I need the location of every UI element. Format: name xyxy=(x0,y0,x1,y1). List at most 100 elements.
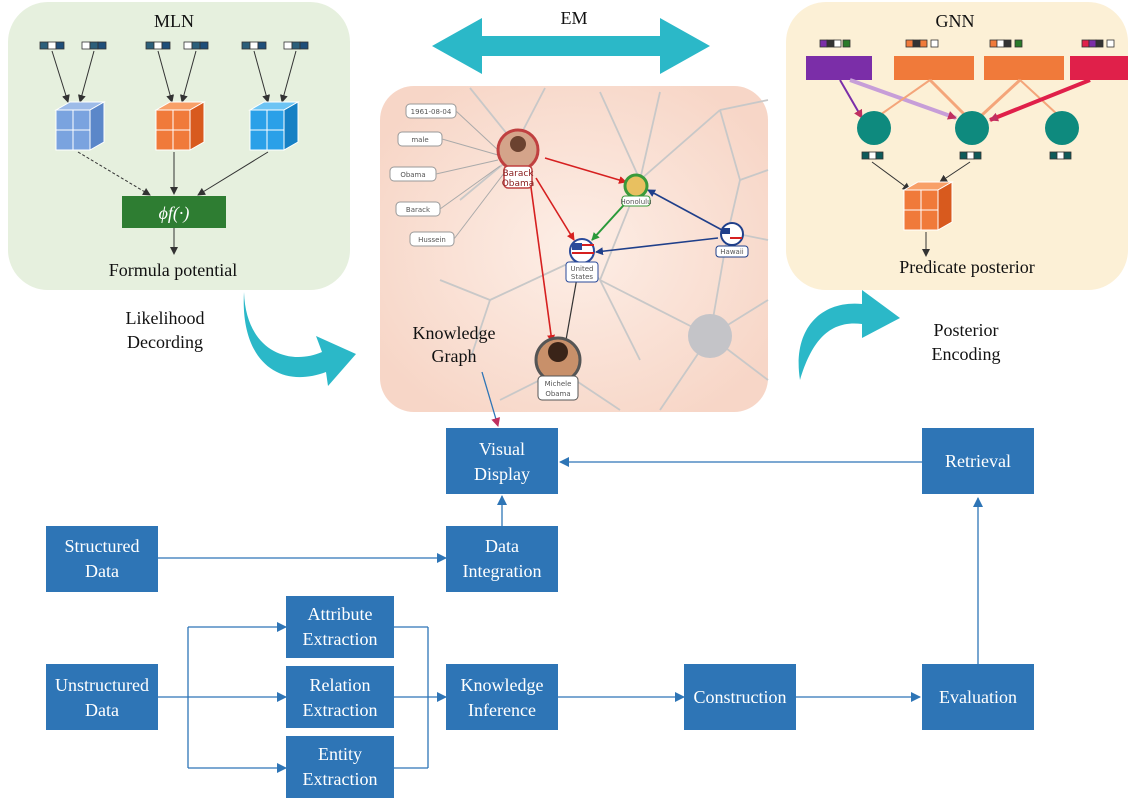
gnn-caption: Predicate posterior xyxy=(899,257,1034,277)
gnn-output-arrows xyxy=(871,161,971,257)
flow-box-data-integration: Data Integration xyxy=(446,526,558,592)
vector-icon xyxy=(1081,39,1115,48)
flow-box-knowledge-inference: Knowledge Inference xyxy=(446,664,558,730)
box-text: Extraction xyxy=(303,769,378,789)
kg-label-box xyxy=(715,245,749,258)
kg-label-line2: Graph xyxy=(432,346,477,366)
box-text: Data xyxy=(485,536,519,556)
gnn-input-vectors xyxy=(819,39,1115,48)
kg-label-box xyxy=(621,195,651,207)
box-text: Integration xyxy=(463,561,542,581)
kg-attribute-text: male xyxy=(411,136,428,144)
phi-function-box xyxy=(122,196,226,228)
box-text: Evaluation xyxy=(939,687,1017,707)
phi-function-label: ϕf(·) xyxy=(159,203,190,224)
box-text: Entity xyxy=(318,744,362,764)
gnn-bar xyxy=(806,56,872,80)
kg-attribute-text: Hussein xyxy=(418,236,446,244)
flow-box-visual-display: Visual Display xyxy=(446,428,558,494)
flow-box-relation-extraction: Relation Extraction xyxy=(286,666,394,728)
flow-box-retrieval: Retrieval xyxy=(922,428,1034,494)
kg-entity-label: Hawaii xyxy=(720,248,744,256)
kg-label-box xyxy=(565,261,599,283)
gnn-node-vectors xyxy=(861,151,1072,160)
kg-label-box xyxy=(537,375,579,401)
flow-connectors xyxy=(158,371,983,773)
posterior-encoding-arrow xyxy=(798,290,900,380)
cube-icon xyxy=(154,101,206,151)
kg-attribute-text: Obama xyxy=(400,171,425,179)
city-seal-icon xyxy=(623,173,649,199)
box-text: Attribute xyxy=(308,604,373,624)
likelihood-decoding-arrow xyxy=(243,292,356,386)
posterior-label-line1: Posterior xyxy=(934,320,999,340)
person-head-icon xyxy=(510,136,526,152)
gnn-bar xyxy=(984,56,1064,80)
vector-icon xyxy=(145,41,171,50)
vector-icon xyxy=(183,41,209,50)
box-text: Structured xyxy=(65,536,140,556)
box-text: Inference xyxy=(468,700,536,720)
flow-box-evaluation: Evaluation xyxy=(922,664,1034,730)
vector-icon xyxy=(861,151,884,160)
box-text: Display xyxy=(474,464,530,484)
kg-node-hawaii: Hawaii xyxy=(715,222,749,258)
flow-box-attribute-extraction: Attribute Extraction xyxy=(286,596,394,658)
box-text: Relation xyxy=(310,675,371,695)
vector-icon xyxy=(81,41,107,50)
kg-entity-label: Honolulu xyxy=(620,198,651,206)
kg-node-barack: Barack Obama xyxy=(496,128,540,189)
knowledge-graph-panel: 1961-08-04 male Obama Barack Hussein xyxy=(380,86,769,412)
kg-entity-label: Michele xyxy=(545,380,572,388)
kg-attribute-text: Barack xyxy=(406,206,431,214)
gnn-node xyxy=(1045,111,1079,145)
kg-node-michelle: Michele Obama xyxy=(534,336,582,401)
vector-icon xyxy=(819,39,851,48)
cube-icon xyxy=(902,181,954,231)
kg-label-line1: Knowledge xyxy=(413,323,496,343)
em-label: EM xyxy=(561,8,588,28)
vector-icon xyxy=(905,39,939,48)
kg-to-display-arrow xyxy=(481,371,501,427)
box-text: Unstructured xyxy=(55,675,149,695)
cube-icon xyxy=(248,101,300,151)
mln-title: MLN xyxy=(154,11,194,31)
kg-node-united-states: United States xyxy=(565,238,599,283)
gnn-edges xyxy=(839,78,1091,122)
kg-node-honolulu: Honolulu xyxy=(620,173,652,207)
person-head-icon xyxy=(548,342,568,362)
vector-icon xyxy=(1049,151,1072,160)
flow-box-entity-extraction: Entity Extraction xyxy=(286,736,394,798)
flow-box-construction: Construction xyxy=(684,664,796,730)
vector-icon xyxy=(989,39,1023,48)
kg-label-box xyxy=(503,165,533,189)
likelihood-label-line2: Decording xyxy=(127,332,203,352)
likelihood-label-line1: Likelihood xyxy=(126,308,205,328)
kg-attributes: 1961-08-04 male Obama Barack Hussein xyxy=(389,103,457,247)
box-text: Data xyxy=(85,561,119,581)
box-text: Retrieval xyxy=(945,451,1011,471)
kg-entity-label: Barack xyxy=(502,169,534,179)
vector-icon xyxy=(959,151,982,160)
vector-icon xyxy=(283,41,309,50)
box-text: Visual xyxy=(479,439,525,459)
em-double-arrow: EM xyxy=(432,8,710,74)
box-text: Extraction xyxy=(303,629,378,649)
mln-cube-arrows xyxy=(77,151,269,255)
mln-panel: MLN xyxy=(8,2,350,290)
box-text: Data xyxy=(85,700,119,720)
vector-icon xyxy=(241,41,267,50)
kg-hub-node xyxy=(688,314,732,358)
gnn-bar xyxy=(1070,56,1128,80)
mln-input-vectors xyxy=(39,41,309,50)
kg-entity-label: United xyxy=(571,265,594,273)
kg-entity-label: Obama xyxy=(502,179,535,189)
box-text: Construction xyxy=(694,687,787,707)
mln-caption: Formula potential xyxy=(109,260,237,280)
us-flag-icon xyxy=(569,238,595,264)
box-text: Extraction xyxy=(303,700,378,720)
vector-icon xyxy=(39,41,65,50)
kg-attribute-text: 1961-08-04 xyxy=(411,108,452,116)
mln-vector-arrows xyxy=(51,50,297,103)
